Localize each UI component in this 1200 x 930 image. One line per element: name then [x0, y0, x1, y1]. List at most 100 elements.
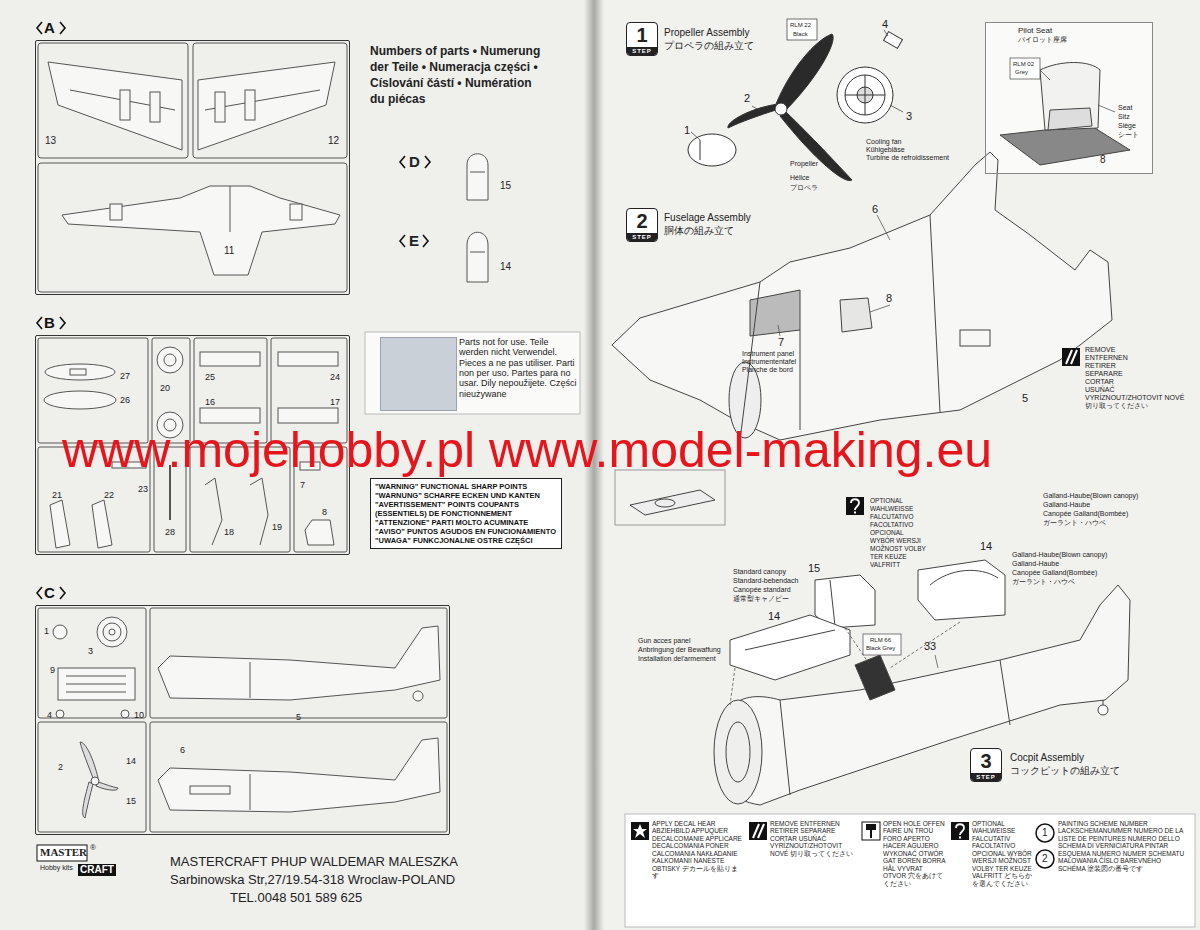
parts-d-e-shape [470, 172, 485, 173]
legend-text: Parts not for use. Teile werden nicht Ve… [459, 337, 577, 399]
callout-number: 13 [45, 135, 56, 147]
node-heading: A [44, 19, 55, 36]
fuselage-assembly-shape [750, 290, 800, 336]
callout-number: 12 [328, 135, 339, 147]
propeller-assembly-shape [752, 106, 762, 112]
part-label: 通常型キャノピー [733, 595, 789, 603]
part-label: ENTFERNEN [1085, 354, 1128, 362]
cockpit-assembly-shape [715, 585, 1130, 805]
sprue-b-shape [92, 500, 112, 548]
sprue-a-shape [193, 43, 347, 158]
node-heading: C [44, 584, 55, 601]
part-label: RLM 02 [1013, 61, 1034, 68]
callout-number: 11 [224, 245, 234, 257]
sprue-a-shape [62, 186, 340, 275]
parts-d-e-shape [470, 252, 485, 253]
legend-bar-shape [625, 814, 1195, 927]
part-label: Fuselage Assembly [664, 212, 751, 224]
sprue-a-shape [38, 43, 188, 158]
cockpit-assembly-shape [780, 700, 790, 795]
part-label: ガーラント・ハウベ [1012, 578, 1075, 586]
callout-number: 18 [224, 527, 234, 537]
node-heading: Pilot Seat [1018, 26, 1052, 35]
callout-number: 8 [1100, 154, 1106, 166]
callout-number: 22 [104, 490, 114, 500]
legend-bar-shape [870, 830, 872, 838]
callout-number: 21 [52, 490, 62, 500]
optional-icon-shape [854, 512, 856, 514]
legend-bar [625, 814, 1195, 927]
part-label: Black [793, 31, 808, 38]
part-label: TEL.0048 501 589 625 [230, 891, 362, 906]
fuselage-assembly-shape [655, 499, 675, 507]
part-label: Hélice [790, 174, 809, 182]
part-label: プロペラの組み立て [664, 40, 754, 52]
node-text: "ATTENZIONE" PARTI MOLTO ACUMINATE [375, 518, 557, 527]
node-text: "UWAGA" FUNKCJONALNE OSTRE CZĘŚCI [375, 536, 557, 545]
callout-number: 4 [47, 710, 52, 720]
part-label: Sarbinowska Str,27/19.54-318 Wroclaw-POL… [170, 873, 455, 888]
cockpit-assembly-shape [730, 668, 735, 705]
part-label: WAHLWEISSE [870, 505, 913, 512]
callout-number: 25 [205, 372, 215, 382]
remove-icon [1062, 348, 1080, 366]
heading-brackets-shape [425, 156, 430, 168]
heading-brackets-shape [37, 317, 42, 329]
parts-not-for-use-box [365, 332, 580, 414]
part-label: CORTAR [1085, 378, 1114, 386]
callout-number: 1 [684, 124, 690, 137]
fuselage-assembly-shape [612, 152, 1112, 440]
part-label: der Teile • Numeracja części • [370, 61, 538, 75]
sprue-a-shape [198, 62, 335, 150]
legend-text: PAINTING SCHEME NUMBER LACKSCHEMANUMMER … [1058, 820, 1190, 872]
part-label: E [409, 232, 419, 249]
step-badge: 3STEP [970, 748, 1002, 782]
remove-icon-shape [1071, 350, 1077, 364]
sprue-c-shape [158, 738, 440, 812]
heading-brackets-shape [60, 317, 65, 329]
sprue-c-shape [103, 623, 121, 641]
node-heading: "WARNING" FUNCTIONAL SHARP POINTS [375, 482, 557, 491]
callout-number: 10 [134, 710, 144, 720]
sprue-c-shape [83, 782, 93, 818]
pilot-seat-inset-shape [1040, 70, 1050, 80]
callout-number: 6 [872, 203, 878, 216]
part-label: Instrument panel [742, 350, 794, 358]
warning-box: "WARNING" FUNCTIONAL SHARP POINTS"WARNUN… [370, 478, 562, 549]
part-label: Gun acces panel [638, 637, 691, 645]
sprue-b-shape [164, 354, 176, 366]
part-label: Grey [1015, 69, 1028, 76]
callout-number: 28 [165, 527, 175, 537]
sprue-c-shape [53, 625, 67, 639]
part-label: CRAFT [78, 864, 116, 876]
propeller-assembly-shape [700, 140, 701, 160]
sprue-c-shape [158, 626, 440, 700]
part-label: Standard-bebendach [733, 577, 798, 585]
node-text: STEP [971, 773, 1001, 781]
part-label: Cocpit Assembly [1010, 752, 1084, 764]
sprue-c-shape [250, 774, 251, 810]
sprue-c-shape [109, 629, 115, 635]
sprue-frame: A [35, 40, 350, 295]
maker-logo-shape [37, 845, 87, 861]
callout-number: 5 [296, 712, 301, 722]
callout-number: 24 [330, 372, 340, 382]
callout-number: 8 [886, 292, 892, 305]
legend-bar-shape [866, 824, 876, 830]
callout-number: 14 [980, 540, 992, 553]
part-label: Sitz [1118, 113, 1130, 121]
part-label: Galland-Haube [1012, 560, 1059, 568]
heading-brackets-shape [60, 587, 65, 599]
fuselage-assembly-shape [615, 470, 725, 525]
part-label: Instrumententafel [742, 358, 796, 366]
callout-number: 16 [205, 397, 215, 407]
sprue-c [38, 608, 447, 832]
node-heading: B [44, 314, 55, 331]
part-label: Propeller [790, 160, 818, 168]
part-label: ® [90, 843, 96, 852]
propeller-assembly-shape [890, 105, 903, 112]
part-label: Black Grey [866, 645, 895, 652]
part-label: Installation del'armement [638, 655, 716, 663]
